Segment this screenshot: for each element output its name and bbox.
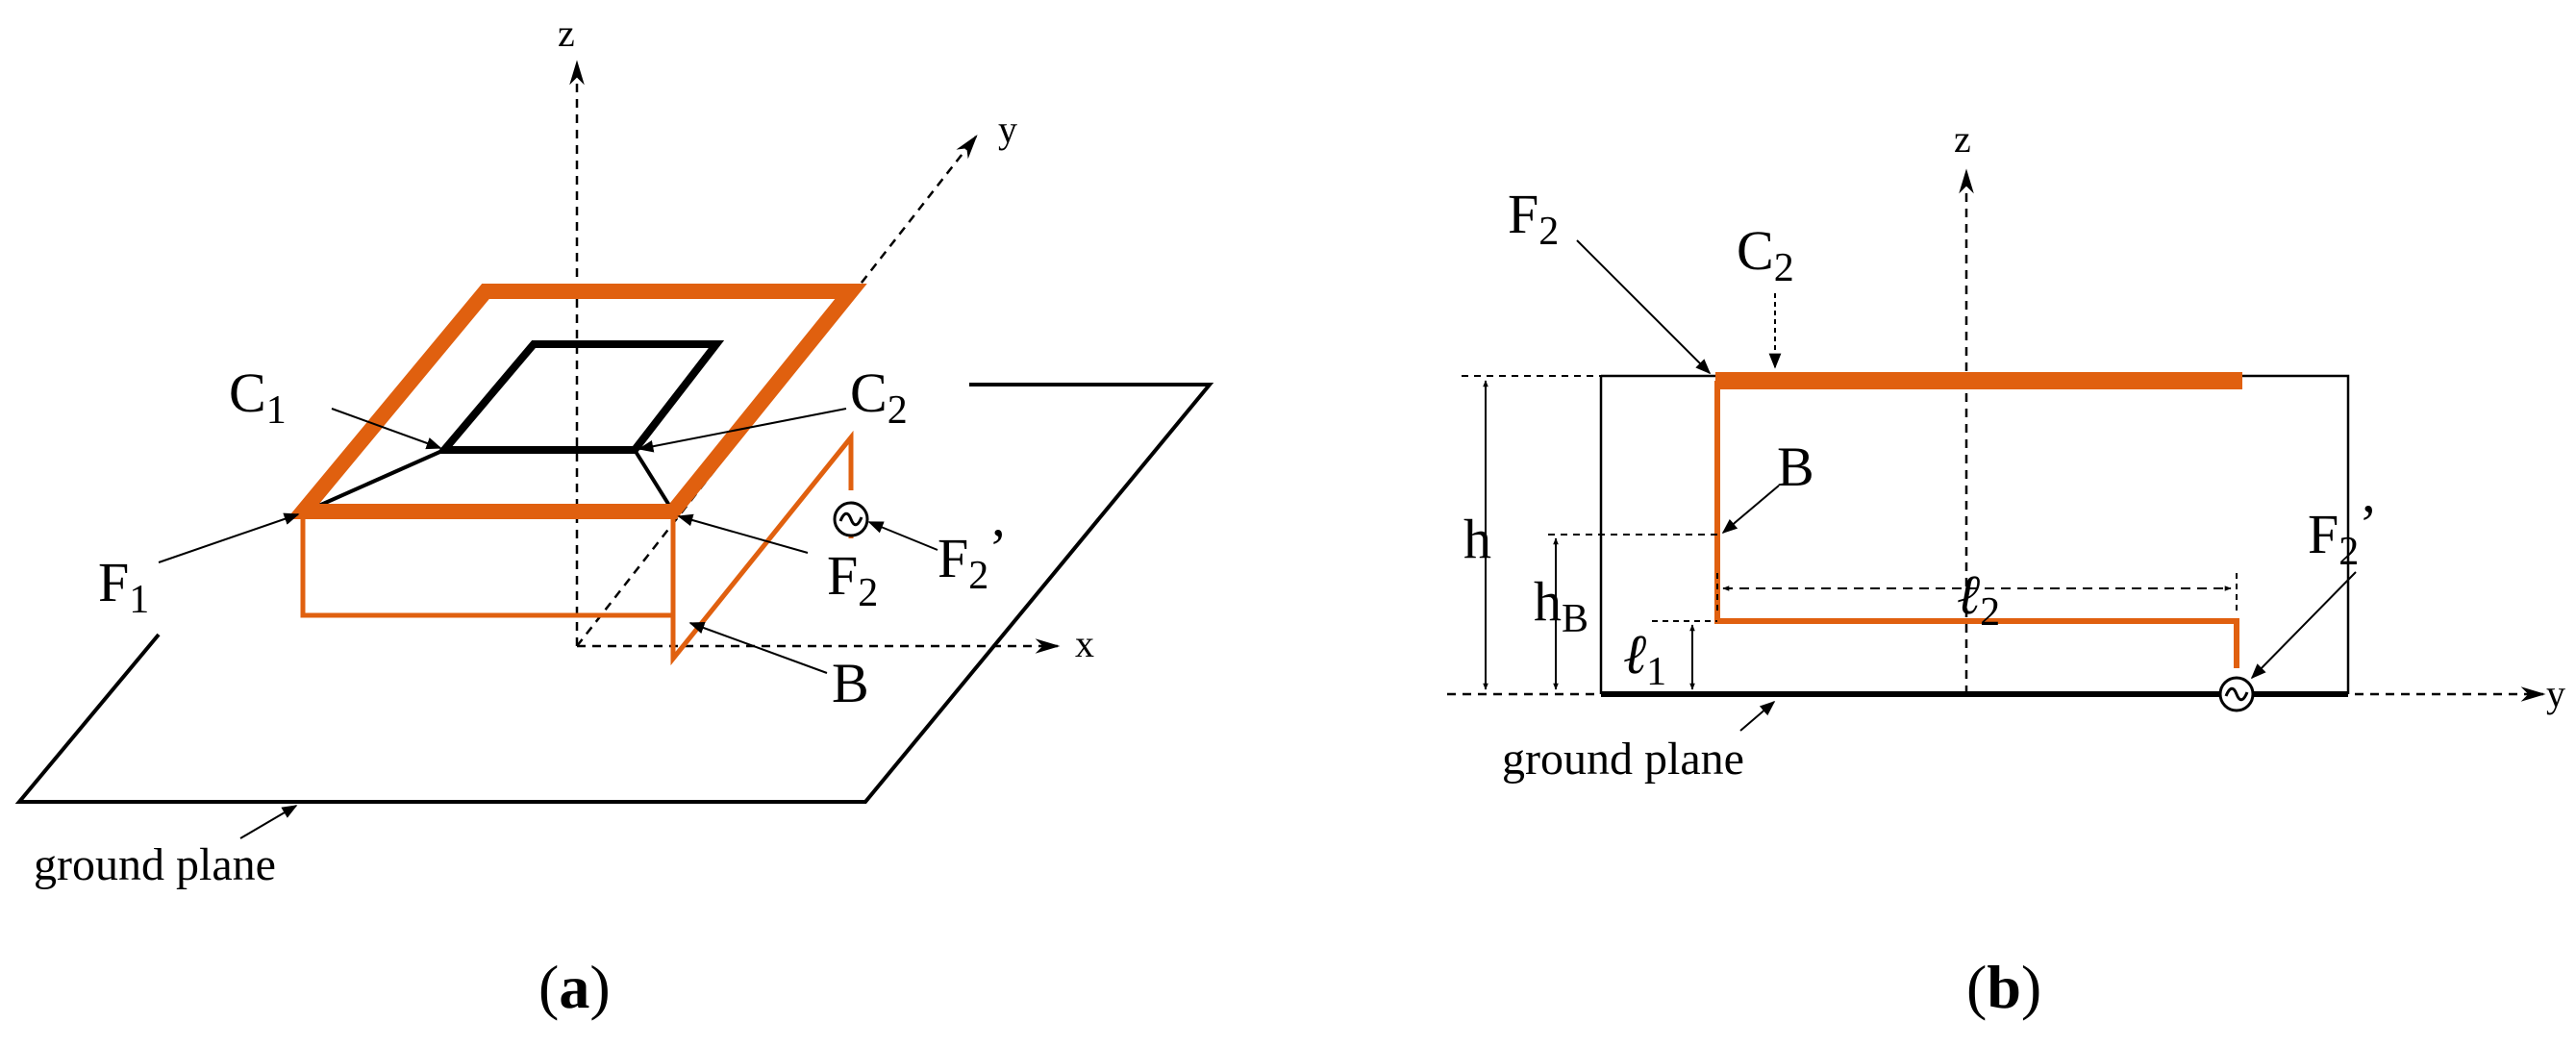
axis-y-label-b: y	[2546, 672, 2565, 715]
label-f2p-b: F2’	[2308, 493, 2378, 574]
feed-wire-f1	[300, 511, 673, 618]
shorting-wire-b	[670, 430, 854, 666]
source-f2p-wave	[838, 511, 863, 527]
leader-ground-b	[1739, 700, 1776, 732]
label-l2: ℓ2	[1957, 563, 2000, 635]
label-c2-b: C2	[1737, 219, 1794, 290]
axis-y-label: y	[998, 108, 1017, 151]
inner-square-c1	[436, 340, 725, 454]
leader-f2p-b	[2250, 571, 2357, 680]
panel-a: z y x C1 C2 F1 F2 F2’ B ground plane (	[14, 12, 1214, 1021]
label-c2: C2	[850, 361, 908, 433]
inner-connector-left	[305, 448, 445, 513]
caption-a: (a)	[538, 953, 611, 1021]
label-ground-plane-b: ground plane	[1502, 734, 1744, 785]
label-h: h	[1463, 508, 1491, 570]
inner-connector-right	[633, 448, 675, 513]
ground-plane-outline	[14, 383, 1214, 804]
leader-f2p	[867, 521, 938, 551]
folded-wire	[1714, 381, 2239, 668]
panel-b: z y h hB ℓ1 ℓ2 F2 C2 B F2’	[1447, 117, 2565, 1021]
axis-x-label: x	[1075, 622, 1094, 665]
source-f2p-wave-b	[2224, 686, 2249, 702]
label-f2: F2	[827, 544, 878, 615]
outer-square-c2	[286, 284, 867, 519]
axis-z-label: z	[558, 12, 575, 55]
leader-ground-a	[239, 805, 298, 839]
leader-f1	[158, 512, 300, 563]
leader-f2	[677, 513, 809, 554]
leader-c1	[331, 408, 442, 450]
label-f2-b: F2	[1508, 183, 1559, 254]
label-f2p: F2’	[938, 517, 1008, 598]
caption-b: (b)	[1966, 953, 2041, 1021]
label-c1: C1	[229, 361, 287, 433]
axis-z-label-b: z	[1954, 117, 1971, 161]
label-l1: ℓ1	[1623, 623, 1666, 694]
leader-c2	[638, 408, 847, 453]
leader-f2-b	[1576, 239, 1712, 375]
leader-b-b	[1721, 485, 1780, 535]
label-b-a: B	[832, 652, 869, 714]
label-ground-plane-a: ground plane	[34, 839, 276, 890]
label-hb: hB	[1534, 570, 1588, 641]
label-b-b: B	[1777, 436, 1814, 498]
label-f1: F1	[98, 551, 149, 622]
leader-b	[688, 621, 828, 674]
box-outline	[1715, 374, 2350, 694]
